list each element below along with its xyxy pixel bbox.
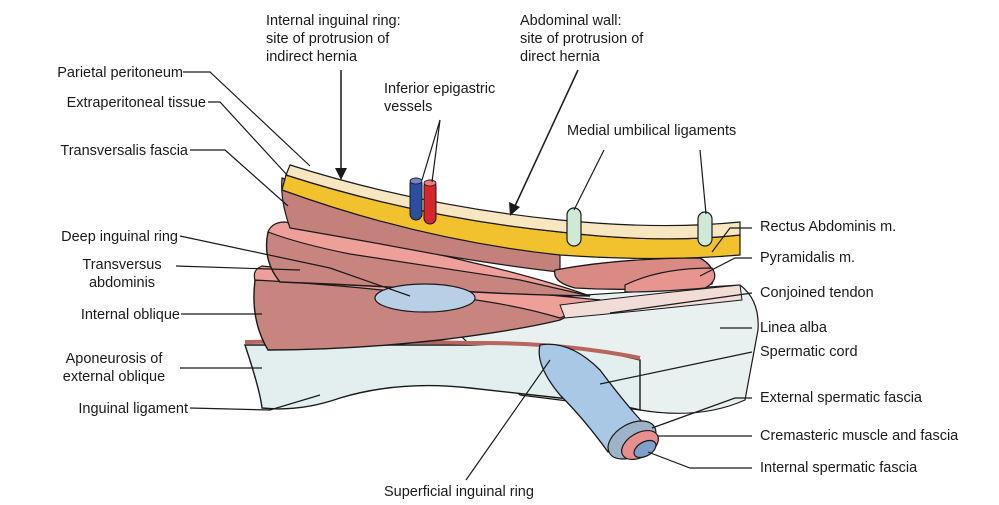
artery-lumen xyxy=(424,180,436,186)
leader-transversalis xyxy=(190,150,288,206)
label-extraperitoneal-tissue: Extraperitoneal tissue xyxy=(6,94,206,112)
label-cremasteric-muscle: Cremasteric muscle and fascia xyxy=(760,427,958,445)
leader-parietal-peritoneum xyxy=(183,72,310,166)
label-external-spermatic-fascia: External spermatic fascia xyxy=(760,389,922,407)
label-aponeurosis-external-oblique: Aponeurosis of external oblique xyxy=(50,350,178,386)
label-abdominal-wall: Abdominal wall: site of protrusion of di… xyxy=(520,12,643,66)
label-transversalis-fascia: Transversalis fascia xyxy=(20,142,188,160)
label-rectus-abdominis: Rectus Abdominis m. xyxy=(760,218,896,236)
deep-inguinal-ring xyxy=(375,284,475,312)
label-spermatic-cord: Spermatic cord xyxy=(760,343,858,361)
label-inguinal-ligament: Inguinal ligament xyxy=(20,400,188,418)
medial-umbilical-ligament-1 xyxy=(567,208,581,246)
label-pyramidalis: Pyramidalis m. xyxy=(760,249,855,267)
leader-inferior-epigastric xyxy=(422,120,440,180)
inferior-epigastric-artery xyxy=(424,180,436,224)
vein-lumen xyxy=(410,178,422,184)
direct-hernia-arrowhead xyxy=(509,202,520,216)
label-internal-inguinal-ring: Internal inguinal ring: site of protrusi… xyxy=(266,12,401,66)
leader-medial-umbilical-2 xyxy=(700,150,706,214)
label-internal-spermatic-fascia: Internal spermatic fascia xyxy=(760,459,917,477)
leader-medial-umbilical-1 xyxy=(574,150,604,210)
label-linea-alba: Linea alba xyxy=(760,319,827,337)
label-superficial-inguinal-ring: Superficial inguinal ring xyxy=(384,483,534,501)
leader-inferior-epigastric-2 xyxy=(432,120,440,182)
medial-umbilical-ligament-2 xyxy=(698,212,712,246)
leader-internal-spermatic xyxy=(648,452,752,468)
label-deep-inguinal-ring: Deep inguinal ring xyxy=(10,228,178,246)
label-internal-oblique: Internal oblique xyxy=(20,306,180,324)
label-conjoined-tendon: Conjoined tendon xyxy=(760,284,874,302)
label-inferior-epigastric-vessels: Inferior epigastric vessels xyxy=(384,80,495,116)
leader-extraperitoneal xyxy=(208,102,288,176)
label-medial-umbilical-ligaments: Medial umbilical ligaments xyxy=(567,122,736,140)
label-transversus-abdominis: Transversus abdominis xyxy=(70,256,174,292)
label-parietal-peritoneum: Parietal peritoneum xyxy=(20,64,183,82)
